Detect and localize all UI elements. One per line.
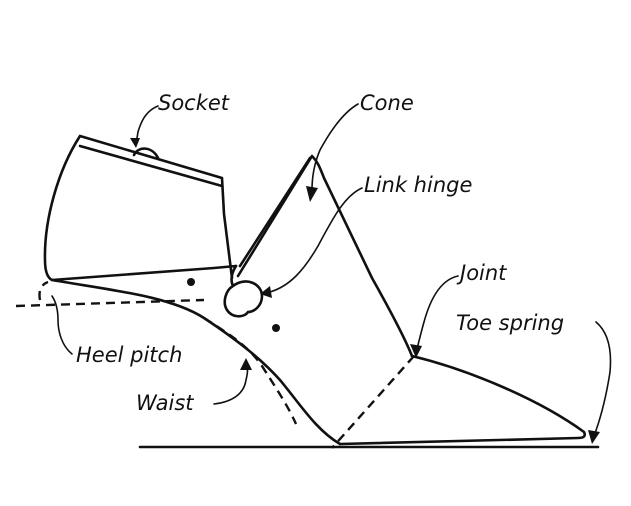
toe-spring-arrowhead (588, 430, 600, 444)
cone-left-edge (238, 156, 312, 268)
joint-line (331, 355, 415, 449)
cone-leader (311, 103, 359, 191)
socket-leader (135, 105, 159, 145)
waist-line (203, 316, 298, 425)
hinge-pin-lower (272, 324, 280, 332)
socket-arrowhead (130, 138, 140, 148)
link-hinge-label: Link hinge (364, 173, 472, 197)
socket-label: Socket (158, 91, 230, 115)
heel-pitch-label: Heel pitch (76, 343, 182, 367)
joint-label: Joint (456, 261, 507, 285)
bottom-outline (50, 278, 342, 446)
heel-block-outline (43, 134, 238, 282)
joint-leader (415, 275, 459, 353)
heel-pitch-line (15, 298, 205, 308)
toe-spring-leader (593, 321, 612, 437)
cone-arrowhead (306, 186, 318, 202)
cone-label: Cone (360, 91, 414, 115)
link-hinge-arrowhead (260, 286, 272, 298)
block-top-band (78, 144, 224, 188)
forepart-outline (338, 354, 587, 446)
waist-arrowhead (240, 358, 252, 370)
link-hinge-leader (269, 187, 363, 293)
link-hinge (223, 264, 264, 318)
heel-pitch-leader (51, 295, 73, 355)
heel-pitch-curve (38, 280, 49, 301)
socket-bump (132, 147, 160, 160)
waist-label: Waist (136, 391, 194, 415)
toe-spring-label: Toe spring (456, 311, 564, 335)
joint-arrowhead (410, 344, 422, 358)
hinge-pin-upper (187, 278, 195, 286)
